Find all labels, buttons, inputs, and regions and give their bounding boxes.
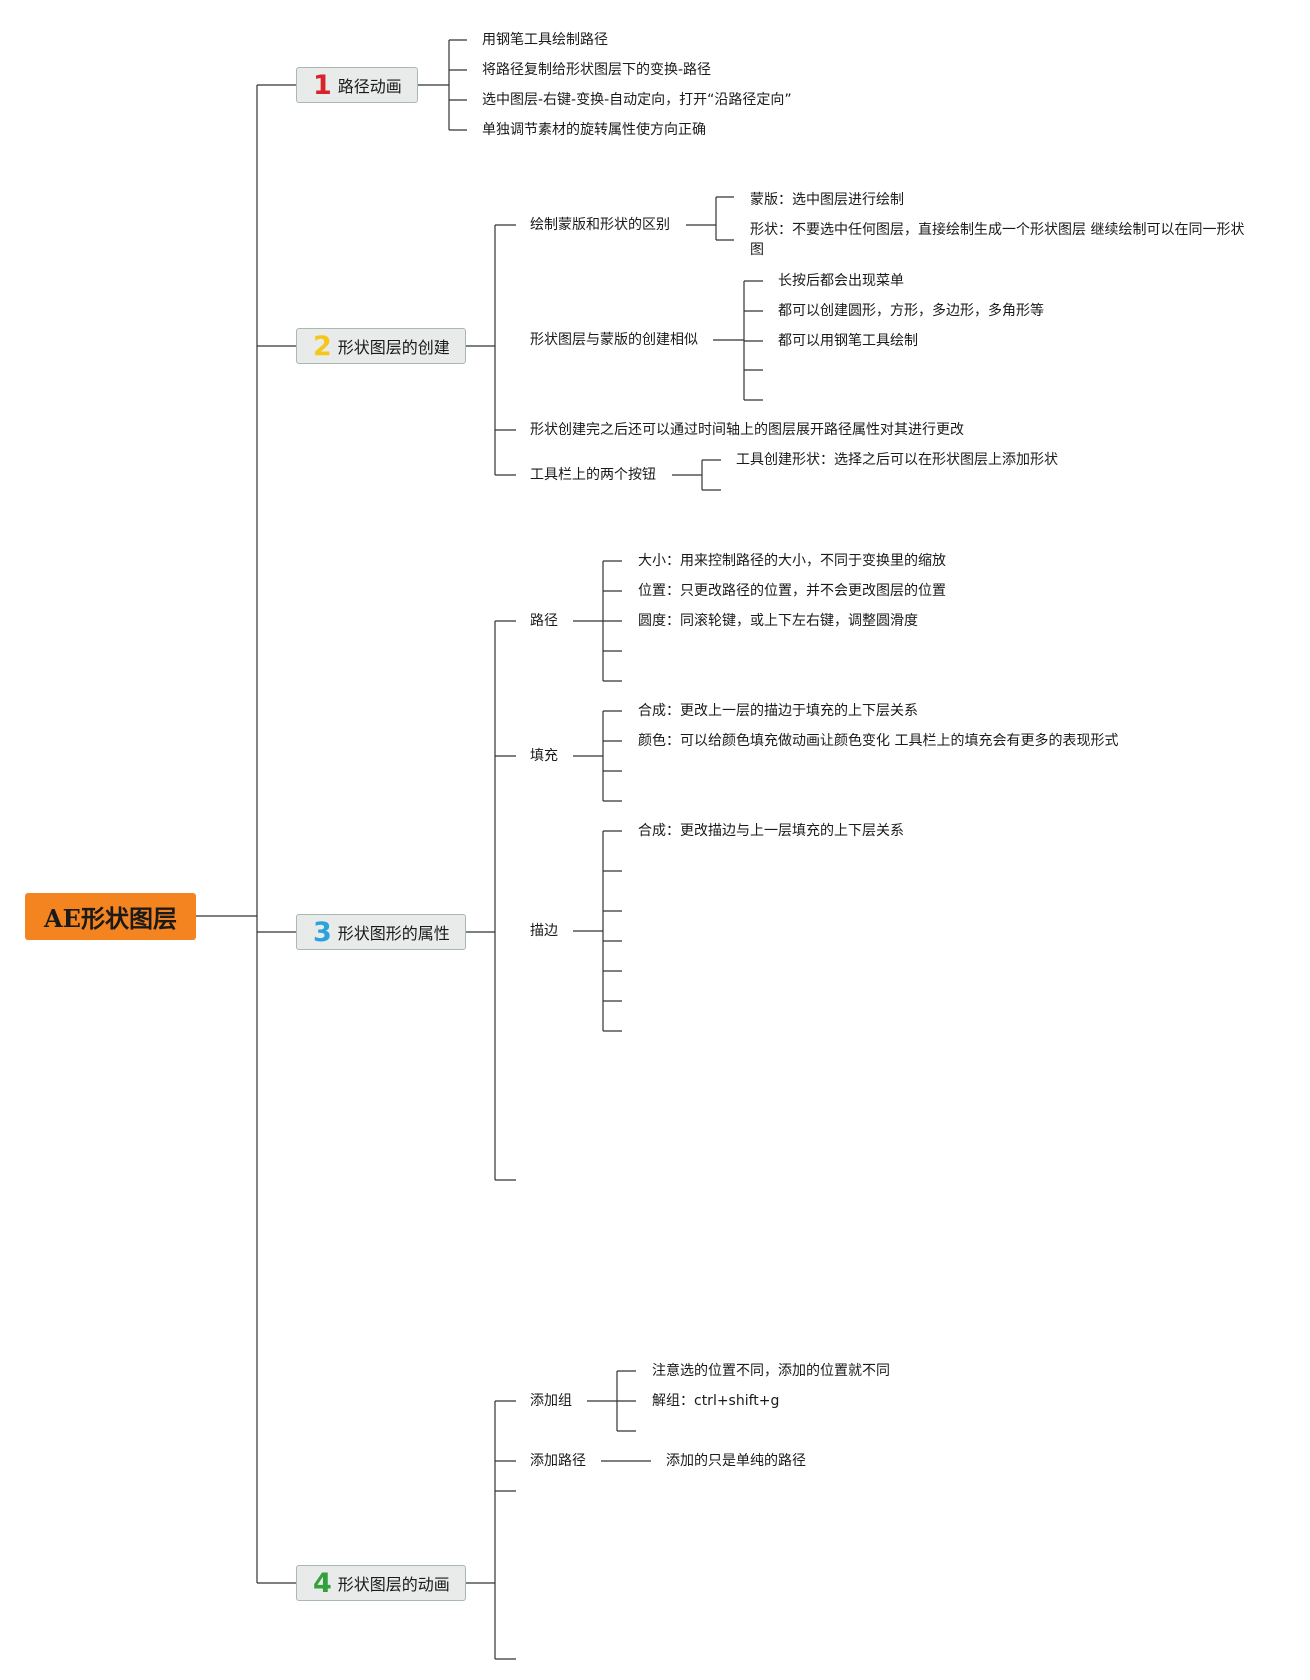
topic-shape-animation[interactable]: 4 形状图层的动画 xyxy=(296,1565,466,1601)
number-2-icon: 2 xyxy=(313,330,332,362)
number-3-icon: 3 xyxy=(313,916,332,948)
node-1-1[interactable]: 用钢笔工具绘制路径 xyxy=(482,32,608,48)
node-2-2-1[interactable]: 长按后都会出现菜单 xyxy=(778,273,904,289)
node-3-1-1[interactable]: 大小：用来控制路径的大小，不同于变换里的缩放 xyxy=(638,553,946,569)
node-4-1-1[interactable]: 注意选的位置不同，添加的位置就不同 xyxy=(652,1363,890,1379)
node-1-3[interactable]: 选中图层-右键-变换-自动定向，打开“沿路径定向” xyxy=(482,92,792,108)
node-3-1[interactable]: 路径 xyxy=(530,613,558,629)
topic-label: 形状图层的创建 xyxy=(337,338,450,357)
node-4-2-1[interactable]: 添加的只是单纯的路径 xyxy=(666,1453,806,1469)
node-3-3[interactable]: 描边 xyxy=(530,923,558,939)
node-2-2[interactable]: 形状图层与蒙版的创建相似 xyxy=(530,332,698,348)
topic-label: 形状图形的属性 xyxy=(337,924,450,943)
node-2-4-1[interactable]: 工具创建形状：选择之后可以在形状图层上添加形状 xyxy=(736,452,1058,468)
topic-path-animation[interactable]: 1 路径动画 xyxy=(296,67,418,103)
node-3-2-2[interactable]: 颜色：可以给颜色填充做动画让颜色变化 工具栏上的填充会有更多的表现形式 xyxy=(638,733,1119,749)
node-4-1[interactable]: 添加组 xyxy=(530,1393,572,1409)
topic-label: 形状图层的动画 xyxy=(337,1575,450,1594)
node-1-4[interactable]: 单独调节素材的旋转属性使方向正确 xyxy=(482,122,706,138)
node-2-2-2[interactable]: 都可以创建圆形，方形，多边形，多角形等 xyxy=(778,303,1044,319)
node-4-1-2[interactable]: 解组：ctrl+shift+g xyxy=(652,1393,780,1409)
node-2-1-1[interactable]: 蒙版：选中图层进行绘制 xyxy=(750,192,904,208)
node-3-1-3[interactable]: 圆度：同滚轮键，或上下左右键，调整圆滑度 xyxy=(638,613,918,629)
node-2-1-2[interactable]: 形状：不要选中任何图层，直接绘制生成一个形状图层 继续绘制可以在同一形状图 xyxy=(750,222,1245,258)
node-2-3[interactable]: 形状创建完之后还可以通过时间轴上的图层展开路径属性对其进行更改 xyxy=(530,422,964,438)
node-3-1-2[interactable]: 位置：只更改路径的位置，并不会更改图层的位置 xyxy=(638,583,946,599)
node-3-2-1[interactable]: 合成：更改上一层的描边于填充的上下层关系 xyxy=(638,703,918,719)
number-1-icon: 1 xyxy=(313,69,332,101)
topic-shape-properties[interactable]: 3 形状图形的属性 xyxy=(296,914,466,950)
node-2-1[interactable]: 绘制蒙版和形状的区别 xyxy=(530,217,670,233)
number-4-icon: 4 xyxy=(313,1567,332,1599)
node-4-2[interactable]: 添加路径 xyxy=(530,1453,586,1469)
topic-label: 路径动画 xyxy=(337,77,402,96)
node-1-2[interactable]: 将路径复制给形状图层下的变换-路径 xyxy=(482,62,712,78)
root-topic[interactable]: AE形状图层 xyxy=(25,893,196,940)
node-2-4[interactable]: 工具栏上的两个按钮 xyxy=(530,467,656,483)
node-2-2-3[interactable]: 都可以用钢笔工具绘制 xyxy=(778,333,918,349)
node-3-3-1[interactable]: 合成：更改描边与上一层填充的上下层关系 xyxy=(638,823,904,839)
topic-shape-creation[interactable]: 2 形状图层的创建 xyxy=(296,328,466,364)
node-3-2[interactable]: 填充 xyxy=(530,748,558,764)
